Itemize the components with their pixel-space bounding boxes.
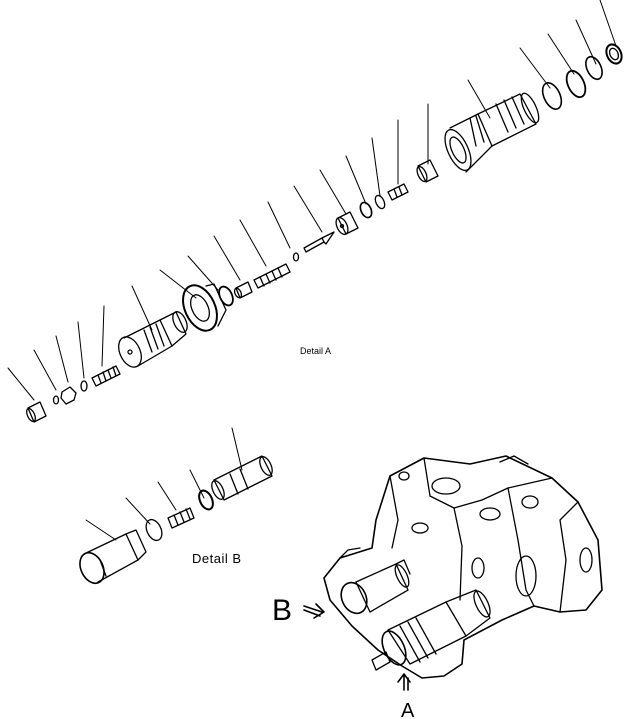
detail-a-leader-lines [7, 0, 617, 401]
detail-a-o-ring-5 [585, 55, 603, 81]
detail-a-poppet-seat [335, 211, 359, 236]
detail-a-nut [60, 386, 77, 405]
detail-a-o-ring-1 [218, 285, 234, 307]
detail-a-back-up-ring [541, 82, 563, 110]
arrow-b [303, 603, 325, 619]
installed-valve-b [340, 559, 411, 615]
detail-b-spring [167, 507, 195, 529]
detail-a-washer [80, 380, 88, 392]
detail-a-cap [26, 401, 47, 423]
detail-a-end-cap [605, 43, 623, 65]
detail-b-spool [211, 455, 273, 501]
detail-b-plug [79, 529, 147, 585]
detail-b-washer [198, 489, 214, 511]
detail-a-spring-2 [387, 183, 409, 201]
detail-a-ring-1 [52, 395, 60, 405]
detail-a-valve-body [444, 92, 540, 173]
arrow-a [397, 673, 411, 691]
detail-a-spring-1 [253, 263, 291, 289]
detail-b-label: Detail B [192, 551, 242, 566]
detail-a-o-ring-3 [374, 194, 386, 210]
detail-b-assembly [79, 427, 273, 585]
detail-a-plug [118, 311, 188, 368]
view-b-marker: B [272, 594, 293, 627]
detail-a-ring-2 [292, 252, 300, 262]
detail-b-leader-lines [85, 427, 243, 541]
detail-a-threaded-rod [91, 365, 121, 387]
detail-a-assembly [7, 0, 623, 423]
installed-valve-a [371, 589, 491, 671]
detail-a-poppet [303, 231, 335, 253]
detail-a-sleeve [416, 159, 439, 183]
detail-a-o-ring-4 [565, 69, 587, 99]
detail-b-o-ring [145, 518, 163, 542]
detail-a-label: Detail A [300, 346, 332, 356]
valve-housing [323, 455, 603, 679]
detail-a-o-ring-2 [359, 201, 373, 219]
view-a-marker: A [401, 700, 415, 719]
detail-a-spring-seat [233, 281, 253, 299]
